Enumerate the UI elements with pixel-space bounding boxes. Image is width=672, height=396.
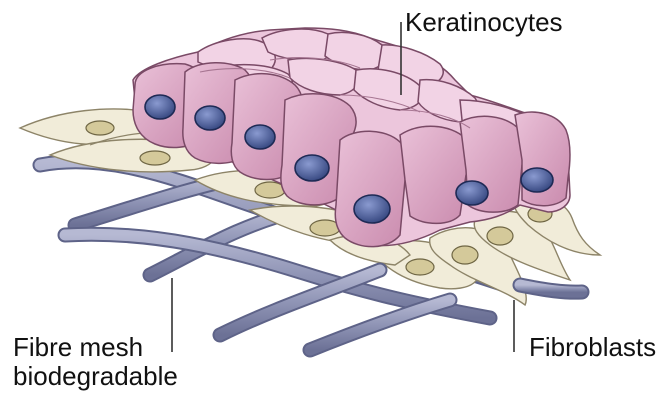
fibroblast-nucleus [255,182,285,198]
fibroblast-nucleus [86,121,114,135]
nucleus-icon [354,195,390,223]
keratinocytes-label: Keratinocytes [405,9,563,35]
nucleus-icon [456,181,488,205]
biodegradable-label: biodegradable [13,363,178,389]
fibroblast-nucleus [487,227,513,245]
fibroblast-nucleus [140,151,170,165]
nucleus-icon [521,168,553,192]
nucleus-icon [245,125,275,149]
nucleus-icon [145,95,175,119]
nucleus-icon [295,155,329,181]
keratinocyte-layer [133,28,570,247]
fibroblast-nucleus [406,259,434,275]
fibre-mesh-label: Fibre mesh [13,334,143,360]
fibroblast-nucleus [452,246,478,264]
nucleus-icon [195,106,225,130]
fibroblasts-label: Fibroblasts [529,334,656,360]
